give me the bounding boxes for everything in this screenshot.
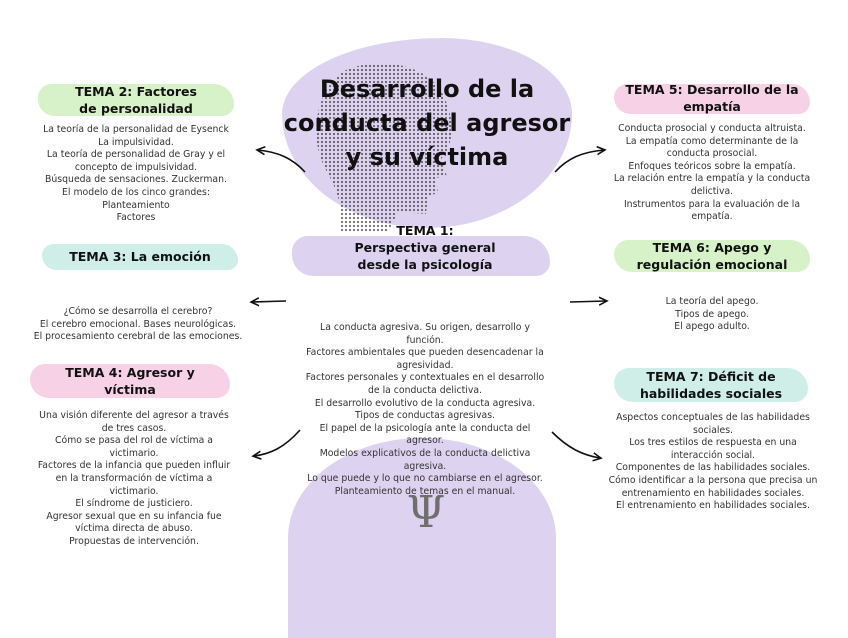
tema6-list: La teoría del apego. Tipos de apego. El … <box>612 296 812 334</box>
tema7-heading-line-2: habilidades sociales <box>639 386 783 401</box>
list-item: La teoría de personalidad de Gray y el c… <box>46 149 226 173</box>
list-item: La teoría del apego. <box>665 296 759 307</box>
tema7-heading-line-1: TEMA 7: Déficit de <box>646 369 776 384</box>
list-item: La empatía como determinante de la condu… <box>625 135 799 160</box>
tema1-heading: TEMA 1: Perspectiva general desde la psi… <box>300 222 550 273</box>
list-item: La teoría de la personalidad de Eysenck <box>43 124 229 135</box>
list-item: La relación entre la empatía y la conduc… <box>613 173 811 197</box>
list-item: El entrenamiento en habilidades sociales… <box>616 500 810 512</box>
list-item: El desarrollo evolutivo de la conducta a… <box>314 397 536 409</box>
tema1-highlight <box>292 236 550 276</box>
list-item: Planteamiento de temas en el manual. <box>334 485 516 497</box>
tema2-heading-line-2: de personalidad <box>79 101 193 116</box>
tema4-highlight <box>30 364 230 398</box>
list-item: Propuestas de intervención. <box>69 535 199 547</box>
tema6-heading-line-2: regulación emocional <box>636 257 788 272</box>
psi-symbol-icon: Ψ <box>406 487 446 538</box>
list-item: Lo que puede y lo que no cambiarse en el… <box>307 473 543 485</box>
list-item: Instrumentos para la evaluación de la em… <box>623 198 801 223</box>
tema5-list: Conducta prosocial y conducta altruista.… <box>612 123 812 224</box>
list-item: Agresor sexual que en su infancia fue ví… <box>46 510 222 535</box>
connector-arrows <box>0 0 848 599</box>
tema2-list: La teoría de la personalidad de Eysenck … <box>38 124 234 225</box>
list-item: Tipos de conductas agresivas. <box>354 410 496 422</box>
list-item: Cómo se pasa del rol de víctima a victim… <box>55 435 213 459</box>
title-line-2: conducta del agresor <box>283 109 571 137</box>
tema5-heading-line-1: TEMA 5: Desarrollo de la <box>625 82 799 97</box>
arrow-to-tema3 <box>252 301 287 302</box>
list-item: El procesamiento cerebral de las emocion… <box>33 331 243 343</box>
tema1-list: La conducta agresiva. Su origen, desarro… <box>300 322 550 498</box>
arrow-to-tema7 <box>551 431 600 458</box>
arrow-to-tema4 <box>254 429 301 456</box>
tema4-heading-line-2: víctima <box>104 382 156 397</box>
tema5-highlight <box>614 84 810 114</box>
list-item: El cerebro emocional. Bases neurológicas… <box>39 318 237 330</box>
list-item: Factores ambientales que pueden desencad… <box>306 347 544 371</box>
list-item: Conducta prosocial y conducta altruista. <box>618 123 806 134</box>
list-item: Planteamiento <box>102 199 170 211</box>
tema3-list: ¿Cómo se desarrolla el cerebro? El cereb… <box>28 306 248 344</box>
tema6-heading: TEMA 6: Apego y regulación emocional <box>612 239 812 273</box>
list-item: Búsqueda de sensaciones. Zuckerman. <box>45 174 227 186</box>
list-item: Tipos de apego. <box>675 308 749 320</box>
list-item: Una visión diferente del agresor a travé… <box>39 410 229 434</box>
tema1-heading-line-3: desde la psicología <box>357 257 493 272</box>
list-item: Factores <box>116 212 156 224</box>
tema1-heading-line-1: TEMA 1: <box>396 223 454 238</box>
tema4-heading-line-1: TEMA 4: Agresor y <box>65 365 195 380</box>
tema7-highlight <box>614 368 808 402</box>
arrow-to-tema6 <box>569 301 606 302</box>
list-item: Enfoques teóricos sobre la empatía. <box>628 160 796 172</box>
list-item: ¿Cómo se desarrolla el cerebro? <box>63 306 213 317</box>
tema7-list: Aspectos conceptuales de las habilidades… <box>608 412 818 513</box>
list-item: Factores personales y contextuales en el… <box>305 372 545 396</box>
tema4-list: Una visión diferente del agresor a travé… <box>34 410 234 549</box>
title-line-3: y su víctima <box>345 143 509 171</box>
tema1-heading-line-2: Perspectiva general <box>354 240 496 255</box>
tema3-heading-line-1: TEMA 3: La emoción <box>69 249 211 264</box>
tema2-heading-line-1: TEMA 2: Factores <box>75 84 197 99</box>
list-item: Factores de la infancia que pueden influ… <box>37 460 231 497</box>
tema2-heading: TEMA 2: Factores de personalidad <box>40 83 232 117</box>
tema5-heading: TEMA 5: Desarrollo de la empatía <box>610 81 814 115</box>
list-item: Cómo identificar a la persona que precis… <box>608 474 818 499</box>
list-item: La conducta agresiva. Su origen, desarro… <box>320 322 530 346</box>
tema4-heading: TEMA 4: Agresor y víctima <box>32 364 228 398</box>
list-item: El modelo de los cinco grandes: <box>62 186 210 198</box>
tema7-heading: TEMA 7: Déficit de habilidades sociales <box>612 368 810 402</box>
tema2-highlight <box>38 84 234 116</box>
list-item: La impulsividad. <box>98 136 174 148</box>
tema6-highlight <box>614 240 810 272</box>
arrow-to-tema2 <box>258 150 306 173</box>
tema5-heading-line-2: empatía <box>683 99 741 114</box>
list-item: Los tres estilos de respuesta en una int… <box>629 437 797 461</box>
head-silhouette-icon <box>316 63 452 232</box>
list-item: El síndrome de justiciero. <box>75 498 193 510</box>
list-item: Modelos explicativos de la conducta deli… <box>319 447 531 472</box>
list-item: Aspectos conceptuales de las habilidades… <box>616 412 810 436</box>
tema3-heading: TEMA 3: La emoción <box>42 248 238 265</box>
tema3-highlight <box>42 244 238 270</box>
main-title: Desarrollo de la conducta del agresor y … <box>268 72 586 174</box>
list-item: El papel de la psicología ante la conduc… <box>319 422 531 447</box>
list-item: El apego adulto. <box>674 321 750 333</box>
title-line-1: Desarrollo de la <box>319 75 535 103</box>
arrow-to-tema5 <box>554 150 604 173</box>
tema6-heading-line-1: TEMA 6: Apego y <box>652 240 772 255</box>
list-item: Componentes de las habilidades sociales. <box>615 462 811 474</box>
